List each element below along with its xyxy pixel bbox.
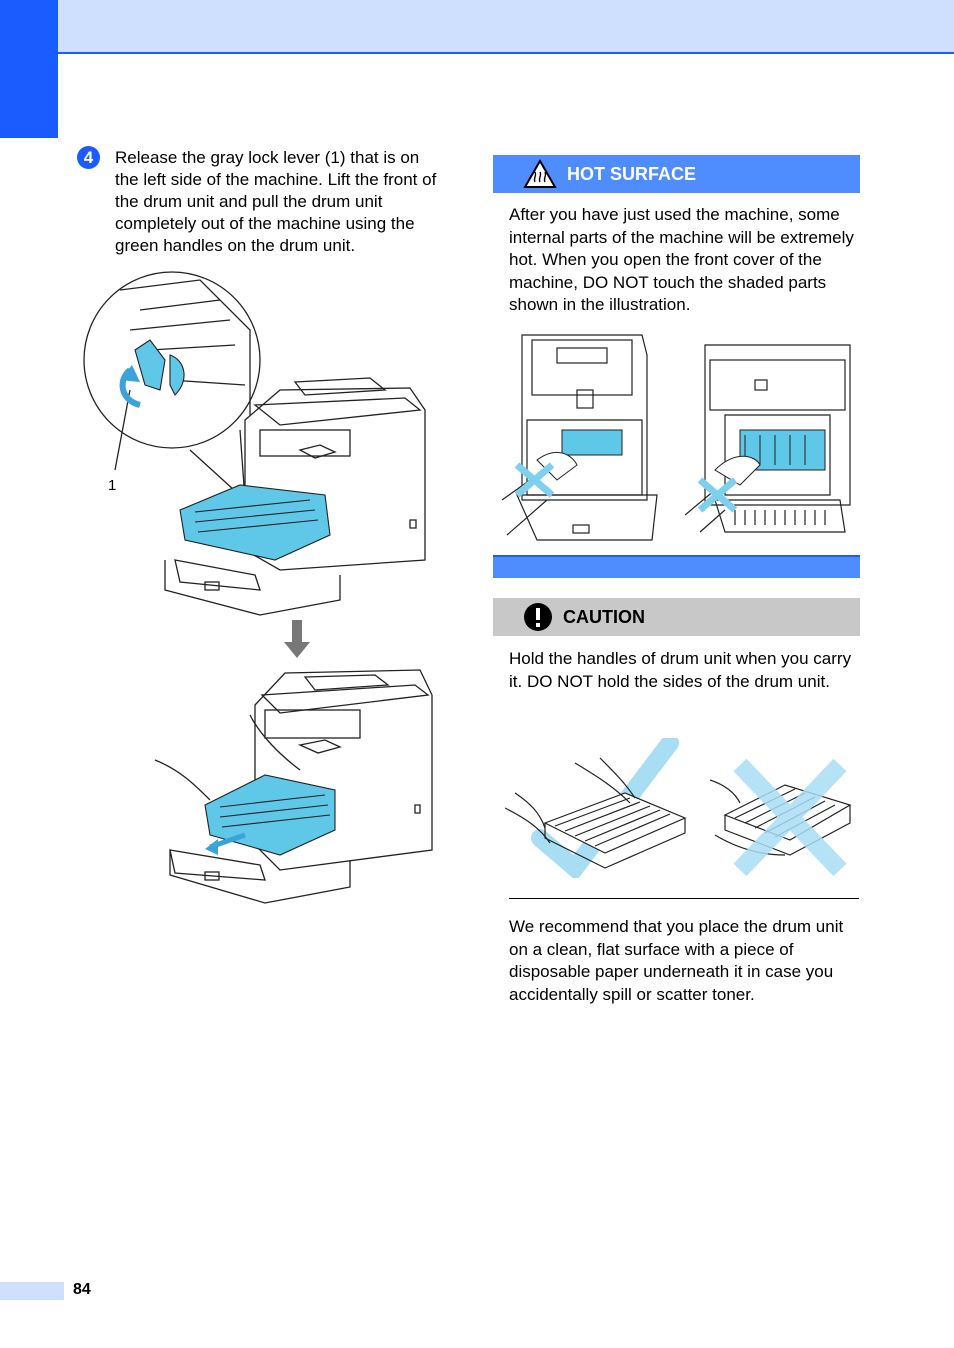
hot-surface-title: HOT SURFACE [567,163,697,184]
hot-surface-footer-bar [493,555,860,578]
hot-surface-banner: HOT SURFACE [493,155,860,193]
page-number: 84 [73,1281,91,1298]
page-number-tab [0,1282,64,1300]
caution-text: Hold the handles of drum unit when you c… [509,649,852,691]
section-divider [509,898,859,899]
caution-banner: CAUTION [493,598,860,636]
hot-surface-front-illustration [501,334,658,541]
down-arrow-icon [284,620,310,658]
step-instruction: Release the gray lock lever (1) that is … [115,148,437,255]
drum-removal-illustration-bottom [154,669,433,904]
exclamation-icon [524,603,552,631]
incorrect-handling-illustration [710,758,852,877]
note-text: We recommend that you place the drum uni… [509,917,844,1004]
step-number: 4 [77,146,100,169]
caution-title: CAUTION [563,606,645,627]
callout-label: 1 [108,477,117,494]
hot-surface-back-illustration [685,344,851,533]
hot-surface-warning-icon [523,159,557,188]
drum-removal-illustration-top [83,271,426,616]
header-band [0,0,954,54]
chapter-tab [0,0,58,138]
correct-handling-illustration [505,738,687,878]
hot-surface-text: After you have just used the machine, so… [509,205,854,314]
